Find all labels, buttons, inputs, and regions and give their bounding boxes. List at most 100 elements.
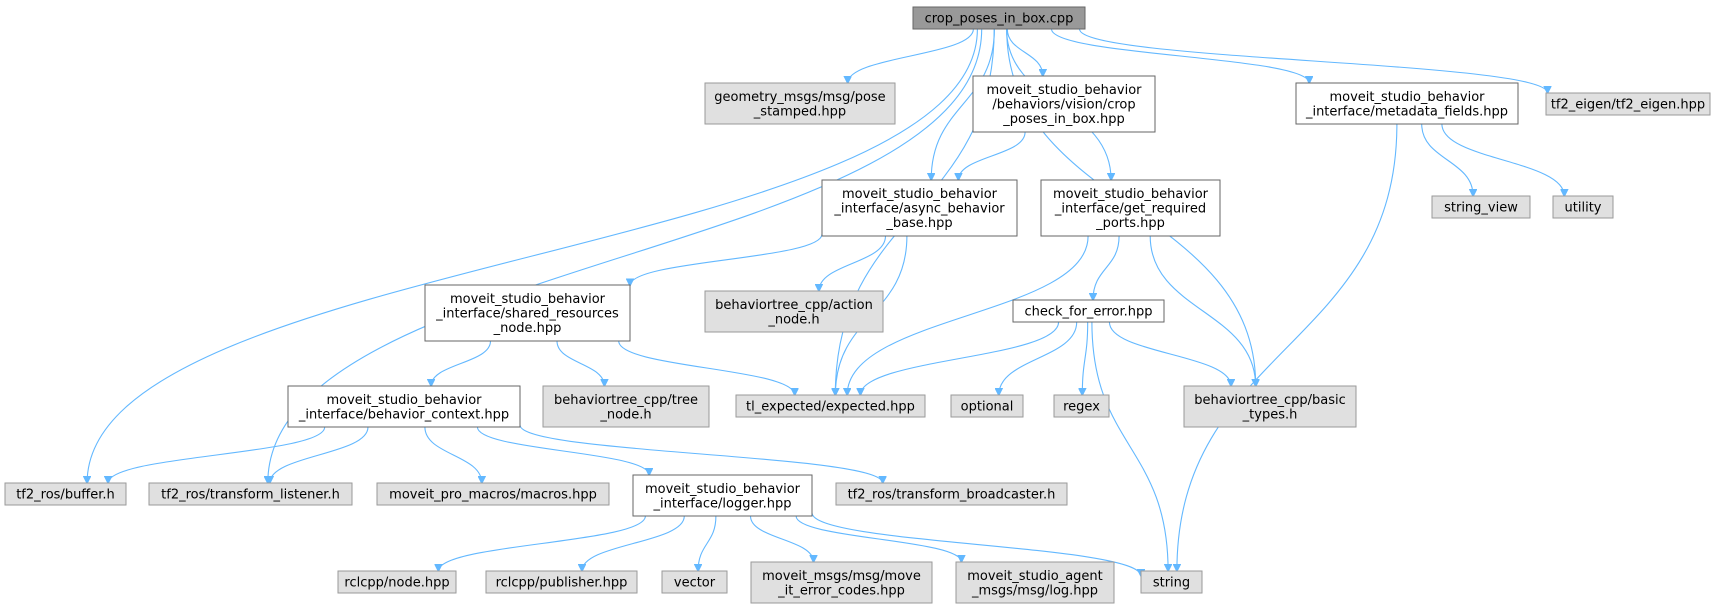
edge-ctx-to-tflisten xyxy=(270,426,369,483)
node-moveit-studio-behavior-interface-async-behavior-base-hpp[interactable]: moveit_studio_behavior_interface/async_b… xyxy=(821,179,1018,237)
edge-ctx-to-macros xyxy=(424,426,482,483)
node-moveit-studio-behavior-behaviors-vision-crop-poses-in-box-hpp[interactable]: moveit_studio_behavior/behaviors/vision/… xyxy=(972,75,1156,133)
node-layer: crop_poses_in_box.cpp geometry_msgs/msg/p… xyxy=(4,6,1711,604)
node-check-for-error-hpp[interactable]: check_for_error.hpp xyxy=(1012,299,1165,323)
node-label-line: _types.h xyxy=(1242,407,1298,422)
node-label-line: geometry_msgs/msg/pose xyxy=(714,90,885,105)
node-label-line: moveit_studio_behavior xyxy=(986,83,1142,98)
node-rclcpp-publisher-hpp: rclcpp/publisher.hpp xyxy=(485,570,638,594)
edge-ctx-to-logger xyxy=(476,426,649,475)
node-label-line: _node.h xyxy=(767,312,819,327)
node-label-line: check_for_error.hpp xyxy=(1024,305,1152,320)
node-tl-expected-expected-hpp: tl_expected/expected.hpp xyxy=(735,394,926,418)
node-box xyxy=(735,394,926,418)
node-label-line: tl_expected/expected.hpp xyxy=(746,400,915,415)
edge-root-to-tfbuf xyxy=(87,28,978,483)
edge-check-to-btbasic xyxy=(1108,321,1231,386)
node-behaviortree-cpp-basic-types-h: behaviortree_cpp/basic_types.h xyxy=(1183,385,1357,428)
edge-shared-to-tlexp xyxy=(618,340,795,395)
node-box xyxy=(632,474,813,517)
node-label-line: moveit_studio_behavior xyxy=(645,482,801,497)
node-moveit-studio-behavior-interface-get-required-ports-hpp[interactable]: moveit_studio_behavior_interface/get_req… xyxy=(1040,179,1221,237)
node-label-line: _interface/async_behavior xyxy=(833,202,1005,217)
node-tf2-eigen-tf2-eigen-hpp: tf2_eigen/tf2_eigen.hpp xyxy=(1545,92,1711,116)
edge-root-to-async xyxy=(931,28,995,180)
node-label-line: _interface/behavior_context.hpp xyxy=(298,407,509,422)
edge-logger-to-rclpub xyxy=(582,515,685,571)
node-moveit-pro-macros-macros-hpp: moveit_pro_macros/macros.hpp xyxy=(376,482,610,506)
node-box xyxy=(661,570,728,594)
node-label-line: moveit_studio_behavior xyxy=(1329,90,1485,105)
node-box xyxy=(1183,385,1357,428)
edge-layer xyxy=(87,28,1564,576)
node-label-line: tf2_eigen/tf2_eigen.hpp xyxy=(1551,98,1705,113)
node-moveit-msgs-msg-move-it-error-codes-hpp: moveit_msgs/msg/move_it_error_codes.hpp xyxy=(750,561,933,604)
node-crop-poses-in-box-cpp[interactable]: crop_poses_in_box.cpp xyxy=(912,6,1086,30)
edge-root-to-crop xyxy=(1006,28,1043,76)
node-utility: utility xyxy=(1552,195,1614,219)
node-label-line: _ports.hpp xyxy=(1095,216,1165,231)
node-box xyxy=(835,482,1068,506)
node-label-line: string xyxy=(1153,576,1190,591)
edge-logger-to-moveerr xyxy=(749,515,814,562)
edge-root-to-geom xyxy=(848,28,974,83)
node-label-line: _interface/get_required xyxy=(1054,202,1206,217)
node-box xyxy=(704,82,896,125)
node-rclcpp-node-hpp: rclcpp/node.hpp xyxy=(337,570,457,594)
node-label-line: utility xyxy=(1565,201,1602,216)
node-optional: optional xyxy=(950,394,1024,418)
node-moveit-studio-behavior-interface-metadata-fields-hpp[interactable]: moveit_studio_behavior_interface/metadat… xyxy=(1295,82,1519,125)
node-label-line: _node.h xyxy=(599,407,651,422)
node-box xyxy=(1053,394,1110,418)
node-label-line: _base.hpp xyxy=(885,216,952,231)
edge-meta-to-utility xyxy=(1441,123,1564,196)
node-box xyxy=(1140,570,1203,594)
node-box xyxy=(485,570,638,594)
node-label-line: behaviortree_cpp/basic xyxy=(1194,393,1346,408)
edge-crop-to-async xyxy=(958,131,1026,180)
node-label-line: string_view xyxy=(1444,201,1518,216)
edge-async-to-btaction xyxy=(819,235,887,291)
node-label-line: tf2_ros/transform_broadcaster.h xyxy=(848,488,1056,503)
node-label-line: _it_error_codes.hpp xyxy=(777,583,905,598)
edge-logger-to-rclnode xyxy=(438,515,646,571)
node-label-line: crop_poses_in_box.cpp xyxy=(925,12,1074,27)
node-label-line: moveit_msgs/msg/move xyxy=(762,569,921,584)
node-label-line: moveit_studio_behavior xyxy=(450,292,606,307)
node-string: string xyxy=(1140,570,1203,594)
node-label-line: tf2_ros/buffer.h xyxy=(16,488,115,503)
node-box xyxy=(704,290,884,333)
edge-logger-to-agentlog xyxy=(795,515,961,562)
node-label-line: _node.hpp xyxy=(493,321,562,336)
node-vector: vector xyxy=(661,570,728,594)
node-label-line: _msgs/msg/log.hpp xyxy=(971,583,1098,598)
node-box xyxy=(376,482,610,506)
node-moveit-studio-agent-msgs-msg-log-hpp: moveit_studio_agent_msgs/msg/log.hpp xyxy=(955,561,1115,604)
node-box xyxy=(950,394,1024,418)
node-label-line: behaviortree_cpp/tree xyxy=(554,393,698,408)
node-behaviortree-cpp-action-node-h: behaviortree_cpp/action_node.h xyxy=(704,290,884,333)
node-box xyxy=(424,284,631,342)
edge-check-to-string xyxy=(1091,321,1168,571)
edge-root-to-tf2eigen xyxy=(1078,28,1548,93)
node-moveit-studio-behavior-interface-behavior-context-hpp[interactable]: moveit_studio_behavior_interface/behavio… xyxy=(287,385,521,428)
node-box xyxy=(821,179,1018,237)
node-label-line: _poses_in_box.hpp xyxy=(1002,112,1124,127)
node-label-line: moveit_studio_behavior xyxy=(1053,187,1209,202)
node-label-line: _interface/metadata_fields.hpp xyxy=(1305,104,1508,119)
node-moveit-studio-behavior-interface-logger-hpp[interactable]: moveit_studio_behavior_interface/logger.… xyxy=(632,474,813,517)
node-box xyxy=(750,561,933,604)
node-box xyxy=(1552,195,1614,219)
node-label-line: rclcpp/publisher.hpp xyxy=(496,576,628,591)
node-box xyxy=(912,6,1086,30)
edge-root-to-meta xyxy=(1050,28,1310,83)
edge-getreq-to-btbasic xyxy=(1149,235,1255,386)
edge-ctx-to-tfbcast xyxy=(519,424,883,483)
edge-logger-to-string xyxy=(811,512,1141,576)
node-box xyxy=(1040,179,1221,237)
edge-check-to-regex xyxy=(1082,321,1089,395)
node-moveit-studio-behavior-interface-shared-resources-node-hpp[interactable]: moveit_studio_behavior_interface/shared_… xyxy=(424,284,631,342)
node-label-line: moveit_studio_agent xyxy=(967,569,1103,584)
node-string-view: string_view xyxy=(1431,195,1531,219)
